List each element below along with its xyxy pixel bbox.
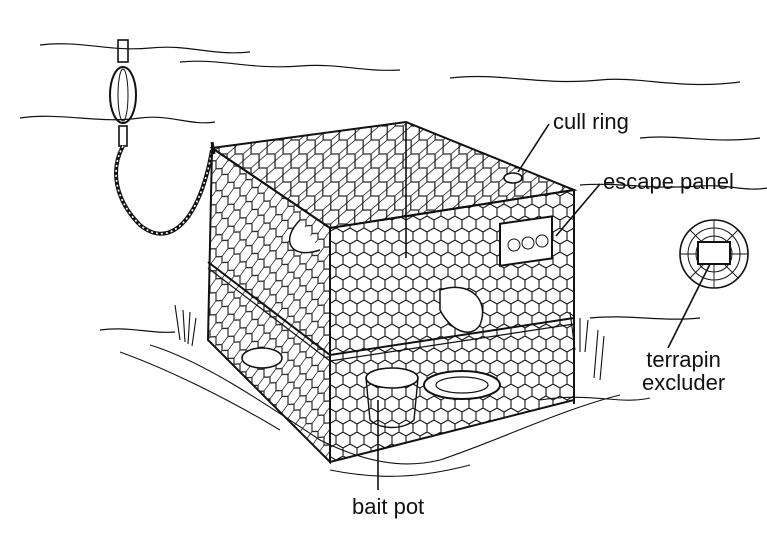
leader-lines [377,123,711,490]
terrapin-excluder-label: terrapin excluder [642,348,725,394]
bait-pot-label: bait pot [352,494,425,519]
terrapin-label-line1: terrapin [646,347,721,372]
crab-trap [206,120,578,465]
escape-panel-label: escape panel [603,169,734,194]
terrapin-excluder-icon [679,219,749,289]
water-lines [19,43,767,333]
buoy-icon [109,39,214,236]
cull-ring-label: cull ring [553,109,629,134]
terrapin-label-line2: excluder [642,370,726,396]
